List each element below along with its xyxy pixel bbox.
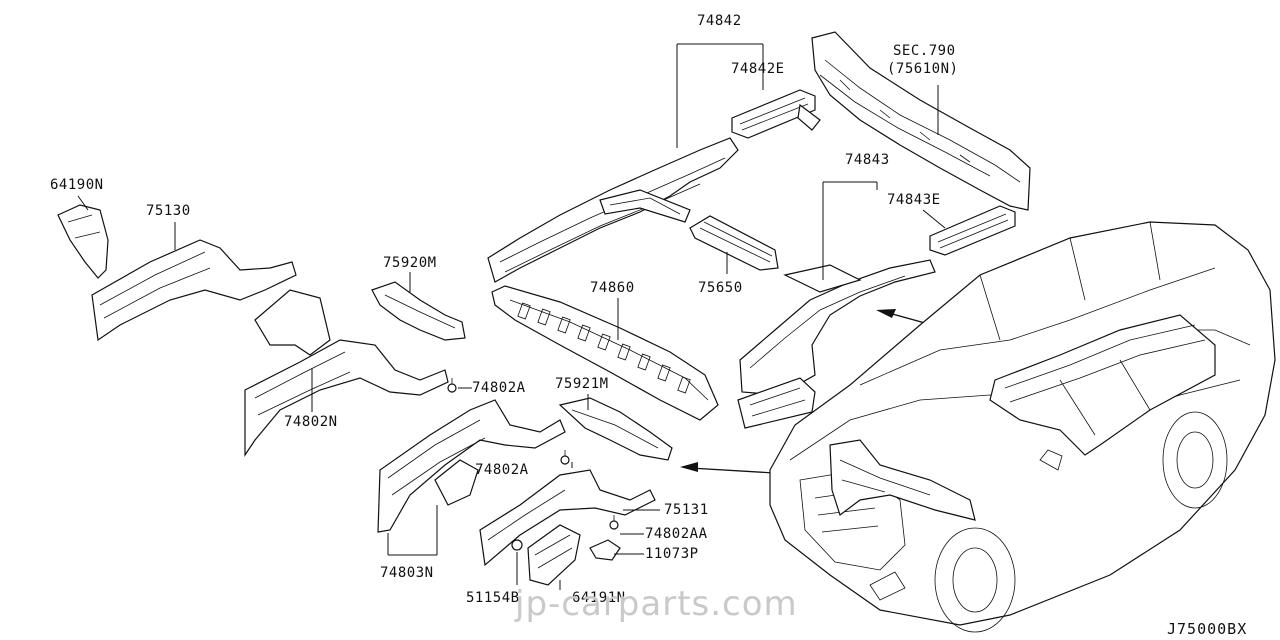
- watermark: jp-carparts.com: [515, 584, 798, 624]
- label-74842E: 74842E: [731, 61, 785, 77]
- part-sec790-rear-panel[interactable]: [811, 31, 1031, 211]
- label-74843: 74843: [845, 152, 890, 168]
- bolt-74802AA[interactable]: [609, 515, 619, 530]
- bolt-74802A-upper[interactable]: [447, 378, 457, 393]
- part-64191N-bracket[interactable]: [527, 524, 581, 586]
- label-64191N: 64191N: [572, 590, 626, 606]
- bolt-74802A-lower[interactable]: [560, 450, 570, 465]
- label-sec790: SEC.790: [893, 43, 956, 59]
- part-64190N-bracket[interactable]: [57, 204, 109, 279]
- label-75650: 75650: [698, 280, 743, 296]
- part-74843-side-member[interactable]: [737, 259, 936, 429]
- label-74860: 74860: [590, 280, 635, 296]
- label-74802N: 74802N: [284, 414, 338, 430]
- part-74803N-member[interactable]: [377, 399, 566, 533]
- part-74860-floor-panel[interactable]: [491, 285, 719, 421]
- diagram-code: J75000BX: [1167, 620, 1248, 638]
- label-75921M: 75921M: [555, 376, 609, 392]
- label-74802A-upper: 74802A: [472, 380, 526, 396]
- part-74802N-member[interactable]: [244, 289, 449, 457]
- label-74802AA: 74802AA: [645, 526, 708, 542]
- label-74803N: 74803N: [380, 565, 434, 581]
- label-75131: 75131: [664, 502, 709, 518]
- label-75920M: 75920M: [383, 255, 437, 271]
- clip-51154B[interactable]: [511, 539, 523, 551]
- leader-lines: [77, 43, 946, 590]
- vehicle-illustration: [769, 221, 1276, 633]
- part-75130-front-side-member[interactable]: [91, 239, 297, 342]
- label-74842: 74842: [697, 13, 742, 29]
- label-75130: 75130: [146, 203, 191, 219]
- part-74842E-extension[interactable]: [731, 89, 821, 139]
- label-11073P: 11073P: [645, 546, 699, 562]
- label-74802A-lower: 74802A: [475, 462, 529, 478]
- part-75920M-reinforcement[interactable]: [371, 281, 466, 341]
- part-75131-front-side-member[interactable]: [479, 469, 656, 567]
- part-75921M-reinforcement[interactable]: [558, 397, 673, 461]
- part-75650-cross-member[interactable]: [689, 215, 779, 271]
- label-64190N: 64190N: [50, 177, 104, 193]
- part-11073P-bracket[interactable]: [589, 539, 621, 561]
- label-51154B: 51154B: [466, 590, 520, 606]
- part-74842-side-member[interactable]: [487, 137, 739, 283]
- label-74843E: 74843E: [887, 192, 941, 208]
- label-sec790-sub: (75610N): [887, 61, 959, 77]
- part-74843E-extension[interactable]: [929, 205, 1016, 256]
